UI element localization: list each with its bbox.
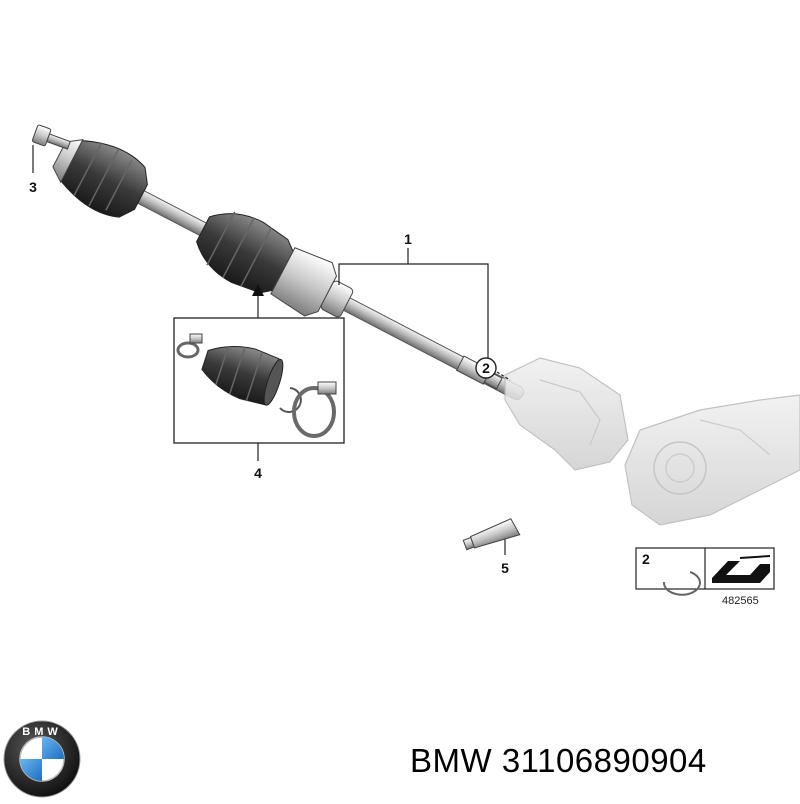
bolt-part-3 [31, 124, 71, 150]
snap-ring-icon [662, 571, 701, 596]
arrow-up-icon [252, 284, 264, 296]
callout-1: 1 [404, 231, 412, 247]
install-direction-icon [712, 555, 771, 583]
brand-name: BMW [410, 742, 493, 779]
logo-lettering: BMW [22, 726, 62, 738]
small-clamp [176, 333, 203, 359]
large-clamp [292, 381, 337, 438]
legend-box: 2 482565 [635, 547, 775, 607]
callout-5: 5 [501, 560, 509, 576]
part-caption: BMW 31106890904 [410, 742, 707, 780]
cv-boot [201, 346, 284, 406]
bmw-logo: BMW [2, 719, 82, 799]
drive-shaft-assembly [52, 139, 525, 401]
legend-code: 482565 [722, 595, 759, 607]
legend-label: 2 [642, 551, 650, 567]
part-number: 31106890904 [501, 742, 707, 779]
callout-2-circle [475, 357, 497, 379]
boot-kit-box [173, 317, 345, 444]
callout-4: 4 [254, 465, 262, 481]
differential-housing [504, 357, 800, 526]
leader-lines [32, 145, 511, 555]
callout-3: 3 [29, 179, 37, 195]
snap-ring [279, 387, 302, 413]
callout-2: 2 [482, 360, 490, 376]
grease-tube [462, 518, 521, 551]
